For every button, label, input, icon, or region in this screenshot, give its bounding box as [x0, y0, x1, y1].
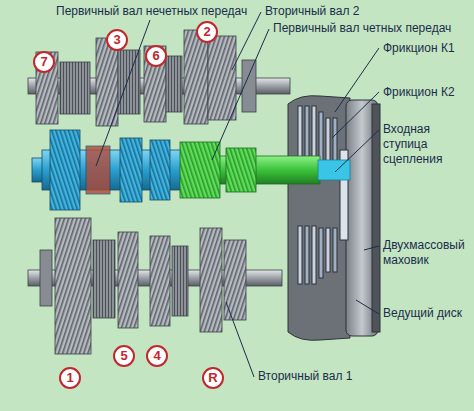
callout-circle: 5	[113, 345, 135, 367]
callout-circle: 2	[196, 21, 218, 43]
callout-circle: 6	[145, 45, 167, 67]
part-label: Первичный вал четных передач	[273, 21, 451, 36]
leader-lines	[96, 12, 379, 377]
part-label: Фрикцион К2	[383, 85, 455, 100]
callout-number: R	[208, 371, 217, 385]
callout-number: 1	[66, 371, 73, 385]
callout-circle: 3	[106, 29, 128, 51]
part-label: Первичный вал нечетных передач	[56, 4, 247, 19]
clutch-housing	[288, 96, 380, 341]
part-label: Вторичный вал 1	[258, 369, 352, 384]
callout-number: 3	[113, 33, 120, 47]
input-shafts	[32, 130, 350, 210]
part-label: Фрикцион К1	[383, 41, 455, 56]
callout-circle: 7	[33, 51, 55, 73]
callout-circle: 4	[146, 345, 168, 367]
callout-number: 6	[152, 49, 159, 63]
callout-number: 7	[40, 55, 47, 69]
part-label: Вторичный вал 2	[265, 4, 359, 19]
secondary-shaft-2	[28, 30, 290, 126]
callout-number: 5	[120, 349, 127, 363]
callout-number: 4	[153, 349, 160, 363]
part-label: Двухмассовый маховик	[383, 238, 472, 268]
part-label: Входная ступица сцепления	[383, 122, 472, 167]
callout-number: 2	[203, 25, 210, 39]
secondary-shaft-1	[28, 218, 282, 354]
callout-circle: R	[202, 367, 224, 389]
callout-circle: 1	[59, 367, 81, 389]
part-label: Ведущий диск	[383, 306, 472, 321]
